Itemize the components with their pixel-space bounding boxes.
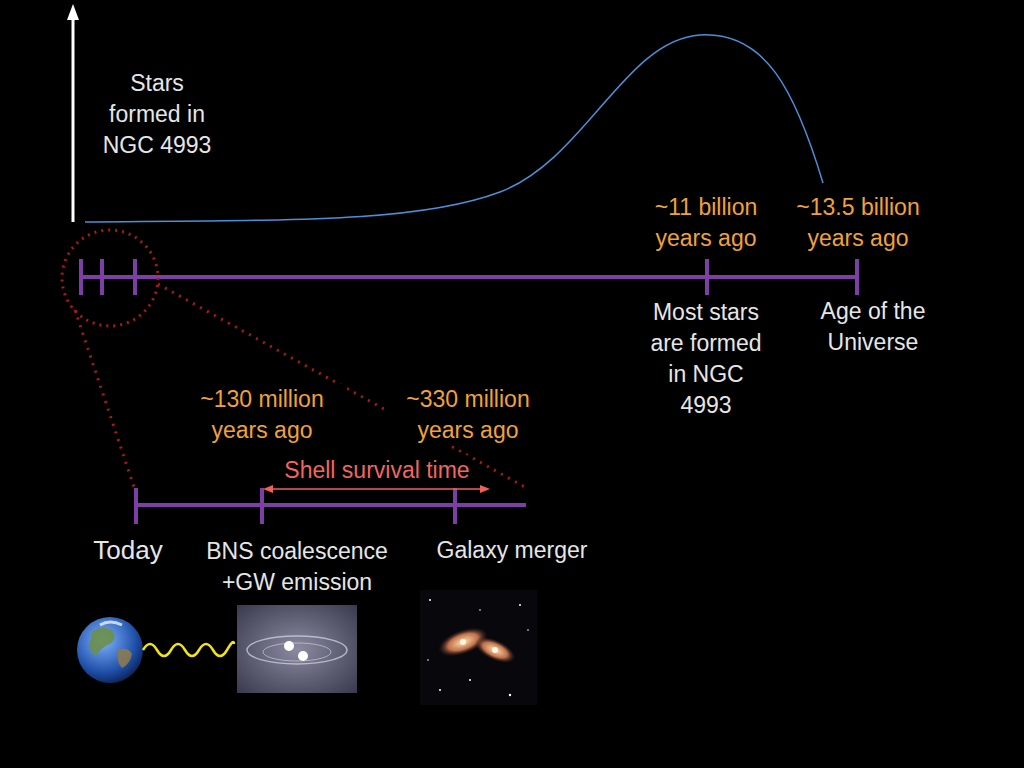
timeline-ticks — [136, 488, 455, 524]
event-label: BNS coalescence +GW emission — [183, 536, 412, 598]
time-label: ~11 billion years ago — [629, 192, 783, 254]
time-label: ~13.5 billion years ago — [771, 192, 945, 254]
galaxy-picture — [420, 590, 537, 705]
event-label: Today — [91, 535, 164, 566]
zoom-line — [75, 310, 135, 490]
main-timeline — [80, 275, 857, 279]
timeline-ticks — [81, 259, 857, 295]
time-label: ~130 million years ago — [178, 384, 347, 446]
axis-label: Stars formed in NGC 4993 — [90, 68, 224, 161]
gravitational-wave — [143, 642, 234, 656]
duration-label: Shell survival time — [282, 455, 471, 486]
earth-picture — [77, 617, 143, 683]
event-label: Galaxy merger — [435, 535, 590, 566]
event-label: Most stars are formed in NGC 4993 — [640, 297, 772, 421]
zoom-timeline — [135, 503, 526, 507]
bns-picture — [237, 605, 357, 693]
duration-arrow — [270, 488, 482, 490]
event-label: Age of the Universe — [801, 296, 945, 358]
arrowhead — [480, 485, 490, 493]
arrowhead — [263, 485, 273, 493]
time-label: ~330 million years ago — [384, 384, 553, 446]
axis-arrowhead — [67, 4, 79, 20]
y-axis — [72, 18, 75, 222]
